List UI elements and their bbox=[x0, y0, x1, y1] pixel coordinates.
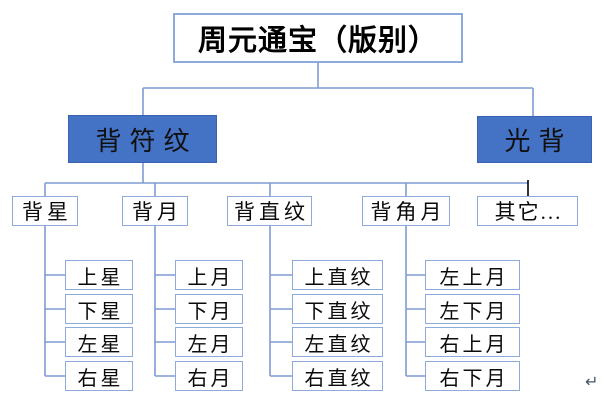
node-other: 其它... bbox=[477, 196, 578, 226]
leaf-node: 右下月 bbox=[425, 361, 520, 391]
node-back-star: 背星 bbox=[12, 196, 78, 226]
return-mark: ↵ bbox=[585, 372, 599, 391]
node-back-moon: 背月 bbox=[122, 196, 188, 226]
leaf-node: 上月 bbox=[175, 260, 243, 290]
node-back-pattern: 背符纹 bbox=[68, 115, 217, 163]
leaf-node: 下直纹 bbox=[292, 294, 383, 324]
leaf-node: 左星 bbox=[65, 327, 133, 357]
leaf-node: 左直纹 bbox=[292, 327, 383, 357]
node-back-corner-moon: 背角月 bbox=[362, 196, 450, 226]
node-back-line: 背直纹 bbox=[227, 196, 312, 226]
leaf-node: 上直纹 bbox=[292, 260, 383, 290]
root-node-title: 周元通宝（版别） bbox=[173, 13, 463, 63]
connector-branch-rail bbox=[44, 163, 528, 196]
leaf-node: 下星 bbox=[65, 294, 133, 324]
connector-column-spines bbox=[44, 226, 407, 376]
leaf-node: 右月 bbox=[175, 361, 243, 391]
leaf-node: 右上月 bbox=[425, 327, 520, 357]
node-plain-back: 光背 bbox=[477, 116, 592, 163]
leaf-node: 右星 bbox=[65, 361, 133, 391]
leaf-node: 左月 bbox=[175, 327, 243, 357]
leaf-node: 下月 bbox=[175, 294, 243, 324]
connector-root bbox=[142, 63, 534, 116]
leaf-node: 左下月 bbox=[425, 294, 520, 324]
leaf-node: 右直纹 bbox=[292, 361, 383, 391]
connector-leaf-elbows bbox=[45, 274, 425, 377]
leaf-node: 左上月 bbox=[425, 260, 520, 290]
leaf-node: 上星 bbox=[65, 260, 133, 290]
